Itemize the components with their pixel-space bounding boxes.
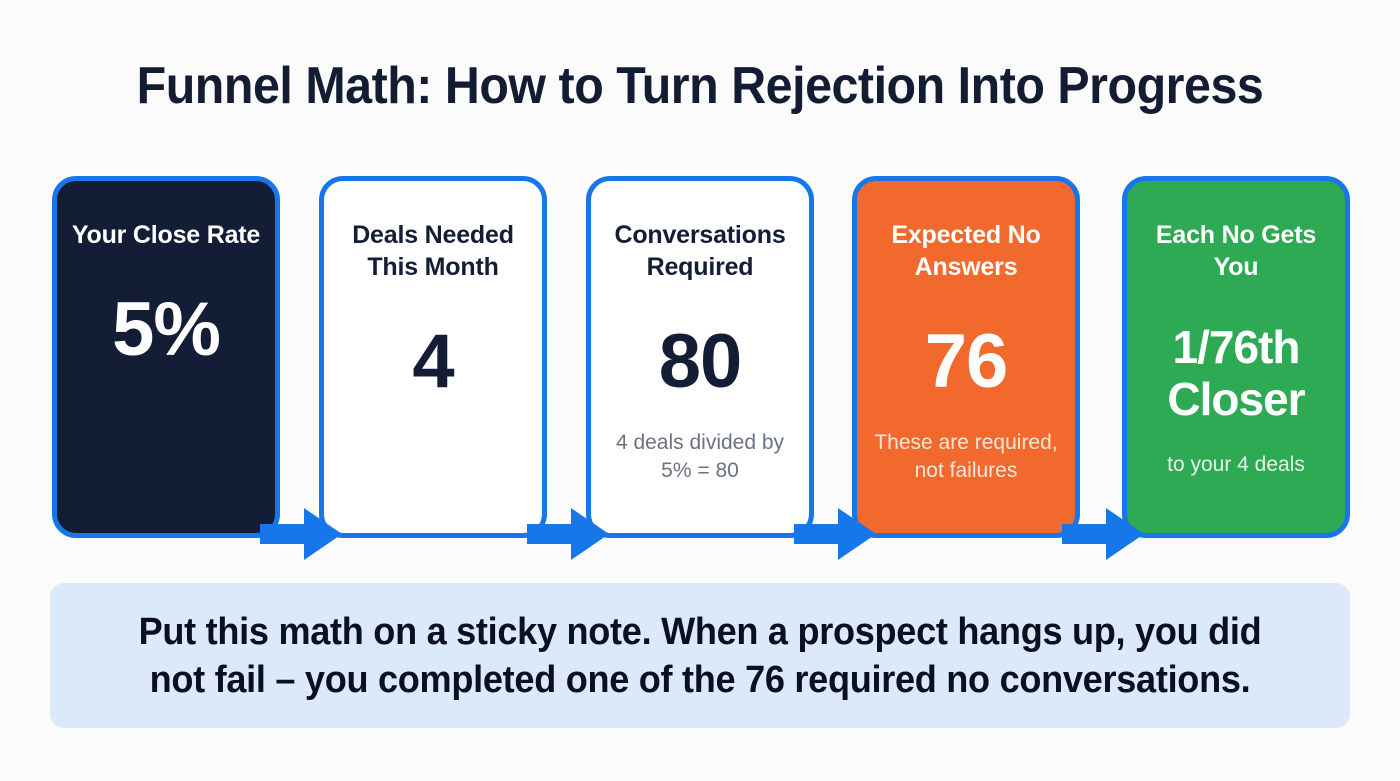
funnel-card-close-rate: Your Close Rate 5% [52, 176, 280, 538]
funnel-card-heading: Expected No Answers [891, 221, 1041, 281]
funnel-card-value: 80 [658, 319, 743, 404]
funnel-card-value: 1/76th Closer [1167, 321, 1305, 425]
funnel-card-expected-no-answers: Expected No Answers 76 These are require… [852, 176, 1080, 538]
callout-text: Put this math on a sticky note. When a p… [138, 610, 1262, 701]
page-title: Funnel Math: How to Turn Rejection Into … [136, 57, 1264, 115]
funnel-card-value: 4 [412, 319, 454, 404]
funnel-card-heading: Conversations Required [614, 221, 786, 281]
funnel-card-heading: Each No Gets You [1155, 221, 1317, 281]
funnel-card-heading: Deals Needed This Month [352, 221, 514, 281]
funnel-card-note: to your 4 deals [1167, 453, 1305, 476]
funnel-card-conversations-required: Conversations Required 80 4 deals divide… [586, 176, 814, 538]
funnel-card-each-no-gets-you: Each No Gets You 1/76th Closer to your 4… [1122, 176, 1350, 538]
funnel-card-heading: Your Close Rate [71, 221, 261, 249]
arrow-right-icon [260, 505, 342, 563]
funnel-card-value: 5% [112, 287, 221, 372]
funnel-card-deals-needed: Deals Needed This Month 4 [319, 176, 547, 538]
arrow-right-icon [527, 505, 609, 563]
arrow-right-icon [794, 505, 876, 563]
arrow-right-icon [1062, 505, 1144, 563]
funnel-steps-row: Your Close Rate 5% Deals Needed This Mon… [52, 176, 1350, 560]
funnel-card-value: 76 [924, 319, 1009, 404]
funnel-card-note: These are required, not failures [874, 431, 1058, 482]
callout-banner: Put this math on a sticky note. When a p… [50, 583, 1350, 728]
funnel-card-note: 4 deals divided by 5% = 80 [615, 431, 785, 482]
